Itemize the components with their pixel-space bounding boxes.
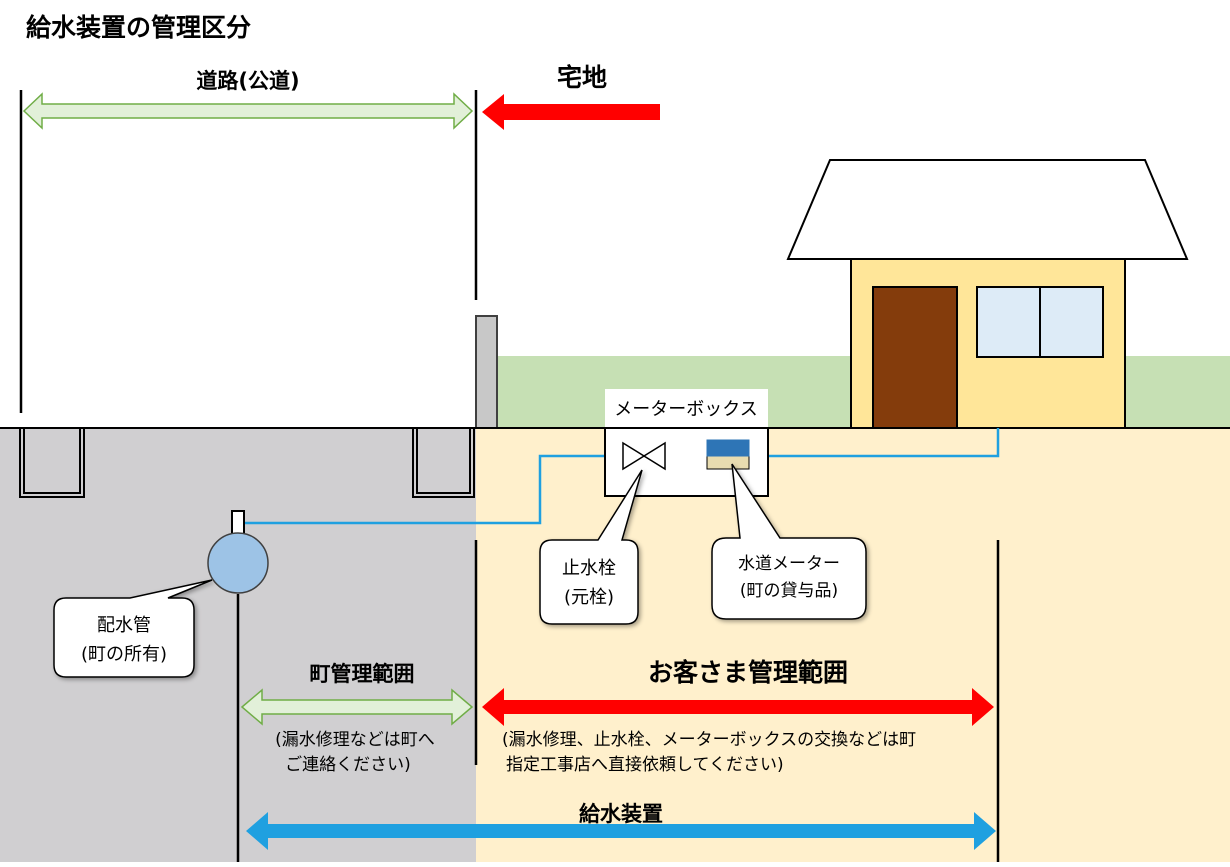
distribution-pipe-riser	[231, 510, 245, 536]
residential-ground	[476, 428, 1230, 862]
water-meter-line1: 水道メーター	[738, 554, 840, 574]
customer-scope-note-line2: 指定工事店へ直接依頼してください)	[506, 755, 784, 775]
house-door	[872, 286, 958, 429]
road-label: 道路(公道)	[196, 69, 299, 93]
meter-box-label: メーターボックス	[614, 399, 757, 420]
callout-distribution-pipe	[53, 579, 213, 678]
house-roof	[786, 159, 1189, 260]
town-scope-note-line1: (漏水修理などは町へ	[275, 730, 435, 750]
stop-valve-icon	[622, 441, 666, 471]
customer-scope-title: お客さま管理範囲	[648, 658, 848, 687]
house	[786, 159, 1189, 429]
customer-scope-note-line1: (漏水修理、止水栓、メーターボックスの交換などは町	[502, 730, 916, 750]
distribution-pipe-icon	[207, 532, 269, 594]
stop-valve-line2: (元栓)	[564, 587, 614, 608]
water-meter-base	[706, 455, 750, 470]
curb-pit-left	[19, 428, 85, 498]
distribution-pipe-line1: 配水管	[97, 615, 151, 636]
water-meter-line2: (町の貸与品)	[740, 581, 838, 601]
road-arrow	[22, 92, 474, 130]
residential-arrow	[482, 94, 660, 130]
distribution-pipe-line2: (町の所有)	[81, 644, 167, 665]
meter-box-label-bg	[605, 389, 768, 427]
supply-device-arrow	[246, 812, 996, 850]
stop-valve-line1: 止水栓	[562, 558, 616, 579]
callout-stop-valve	[539, 469, 643, 625]
service-pipe	[244, 428, 1000, 525]
curb-pit-right	[412, 428, 475, 498]
callout-water-meter	[711, 463, 867, 620]
residential-label: 宅地	[557, 63, 607, 92]
town-scope-arrow	[240, 688, 474, 726]
supply-device-label: 給水装置	[579, 802, 663, 826]
town-scope-title: 町管理範囲	[310, 662, 415, 686]
water-meter-icon	[706, 439, 750, 457]
boundary-wall	[475, 315, 498, 429]
town-scope-note-line2: ご連絡ください)	[285, 755, 411, 775]
page-title: 給水装置の管理区分	[26, 13, 251, 42]
customer-scope-arrow	[482, 688, 994, 726]
